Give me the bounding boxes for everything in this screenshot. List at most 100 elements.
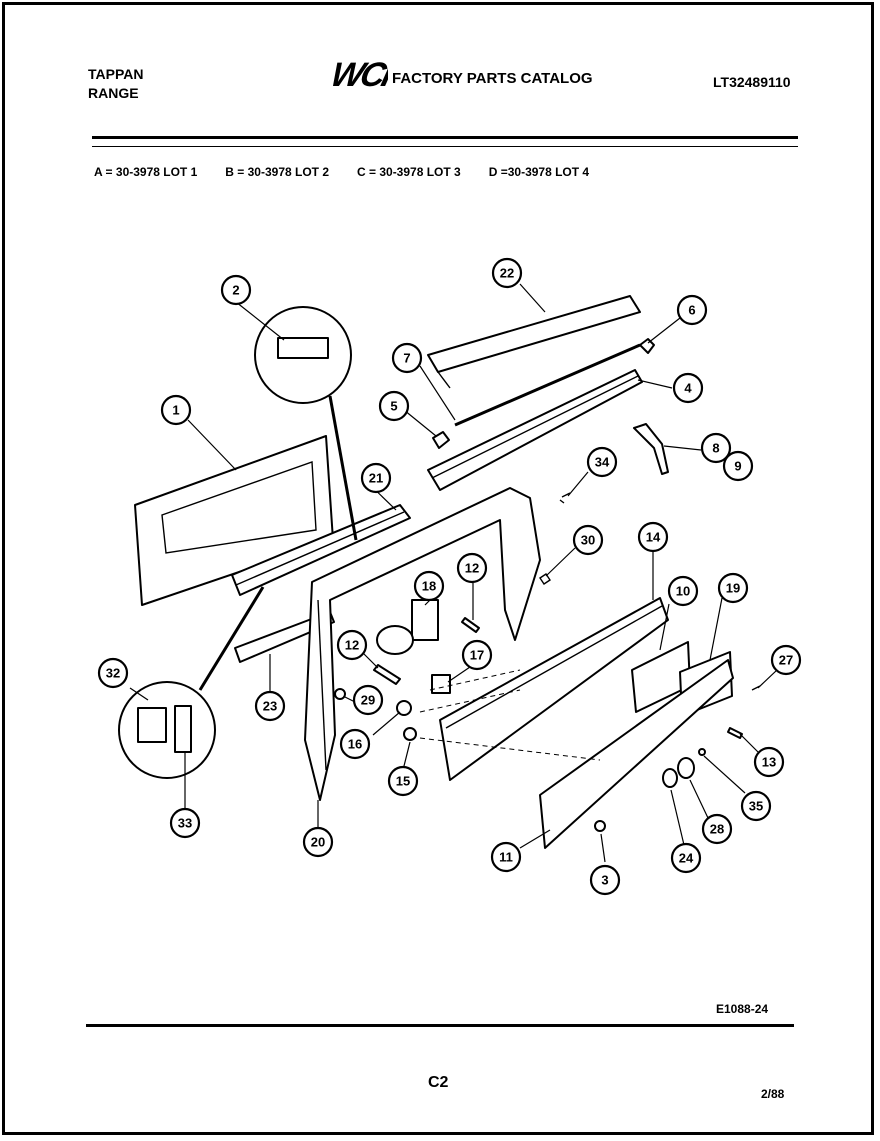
callout-24: 24 xyxy=(670,842,702,874)
svg-text:17: 17 xyxy=(470,648,484,663)
svg-text:12: 12 xyxy=(345,638,359,653)
callout-33: 33 xyxy=(169,807,201,839)
callout-4: 4 xyxy=(672,372,704,404)
svg-text:8: 8 xyxy=(712,441,719,456)
nut-part xyxy=(539,573,551,585)
svg-text:7: 7 xyxy=(403,351,410,366)
detail-switch-32 xyxy=(137,707,167,743)
svg-text:21: 21 xyxy=(369,471,383,486)
svg-text:16: 16 xyxy=(348,737,362,752)
bulb-part xyxy=(396,700,412,716)
back-frame-part xyxy=(304,487,541,801)
product-type: RANGE xyxy=(88,85,139,101)
callout-12-upper: 12 xyxy=(456,552,488,584)
rod-part xyxy=(454,343,641,427)
control-panel-part xyxy=(439,597,669,781)
callout-29: 29 xyxy=(352,684,384,716)
callout-34: 34 xyxy=(586,446,618,478)
grommet-part xyxy=(334,688,346,700)
leader-lines xyxy=(129,283,778,863)
page-code: C2 xyxy=(428,1074,449,1091)
svg-text:29: 29 xyxy=(361,693,375,708)
logo-text: WCI xyxy=(328,58,388,90)
wci-logo: WCI xyxy=(328,58,388,90)
svg-text:14: 14 xyxy=(646,530,661,545)
callout-1: 1 xyxy=(160,394,192,426)
callout-13: 13 xyxy=(753,746,785,778)
svg-text:23: 23 xyxy=(263,699,277,714)
svg-text:5: 5 xyxy=(390,399,397,414)
svg-text:33: 33 xyxy=(178,816,192,831)
detail-switch-2 xyxy=(277,337,329,359)
svg-text:1: 1 xyxy=(172,403,179,418)
svg-text:3: 3 xyxy=(601,873,608,888)
clip-part-2 xyxy=(727,727,743,739)
detail-link-32 xyxy=(198,586,265,691)
callout-11: 11 xyxy=(490,841,522,873)
svg-text:19: 19 xyxy=(726,581,740,596)
callout-2: 2 xyxy=(220,274,252,306)
knob-part xyxy=(677,757,695,779)
callout-23: 23 xyxy=(254,690,286,722)
bushing-part xyxy=(594,820,606,832)
nameplate-part xyxy=(539,659,734,849)
callout-6: 6 xyxy=(676,294,708,326)
lot-legend: A = 30-3978 LOT 1 B = 30-3978 LOT 2 C = … xyxy=(94,165,589,179)
detail-link-2 xyxy=(328,395,358,541)
callout-17: 17 xyxy=(461,639,493,671)
clip-part xyxy=(639,338,655,354)
svg-text:15: 15 xyxy=(396,774,410,789)
callout-12-lower: 12 xyxy=(336,629,368,661)
callout-9: 9 xyxy=(722,450,754,482)
header-rule-thin xyxy=(92,146,798,147)
date-code: 2/88 xyxy=(761,1087,785,1101)
spacer-part xyxy=(461,617,480,633)
callout-10: 10 xyxy=(667,575,699,607)
thermostat-part xyxy=(411,599,439,641)
svg-text:18: 18 xyxy=(422,579,436,594)
bracket-part xyxy=(432,431,450,449)
callout-30: 30 xyxy=(572,524,604,556)
figure-code: E1088-24 xyxy=(716,1002,769,1016)
switch-ring-part xyxy=(376,625,414,655)
svg-text:10: 10 xyxy=(676,584,690,599)
brand-name: TAPPAN xyxy=(88,66,144,82)
catalog-title: FACTORY PARTS CATALOG xyxy=(392,70,593,87)
svg-text:20: 20 xyxy=(311,835,325,850)
footer-rule xyxy=(86,1024,794,1027)
knob-part-2 xyxy=(662,768,678,788)
svg-text:35: 35 xyxy=(749,799,763,814)
detail-bracket-32 xyxy=(174,705,192,753)
callout-7: 7 xyxy=(391,342,423,374)
switch-part xyxy=(431,674,451,694)
callout-5: 5 xyxy=(378,390,410,422)
svg-text:34: 34 xyxy=(595,455,610,470)
svg-text:2: 2 xyxy=(232,283,239,298)
callout-18: 18 xyxy=(413,570,445,602)
callout-32: 32 xyxy=(97,657,129,689)
svg-text:6: 6 xyxy=(688,303,695,318)
svg-text:4: 4 xyxy=(684,381,692,396)
model-number: LT32489110 xyxy=(713,74,791,90)
header-rule-thick xyxy=(92,136,798,139)
callout-28: 28 xyxy=(701,813,733,845)
svg-text:27: 27 xyxy=(779,653,793,668)
top-trim-part xyxy=(427,295,641,373)
svg-text:12: 12 xyxy=(465,561,479,576)
callout-8: 8 xyxy=(700,432,732,464)
svg-text:9: 9 xyxy=(734,459,741,474)
pin-part xyxy=(698,748,706,756)
svg-text:22: 22 xyxy=(500,266,514,281)
lot-1: A = 30-3978 LOT 1 xyxy=(94,165,198,179)
screw-part xyxy=(559,492,571,504)
callout-27: 27 xyxy=(770,644,802,676)
control-housing-part xyxy=(231,504,411,596)
lot-2: B = 30-3978 LOT 2 xyxy=(225,165,329,179)
callout-14: 14 xyxy=(637,521,669,553)
lot-4: D =30-3978 LOT 4 xyxy=(488,165,590,179)
svg-text:13: 13 xyxy=(762,755,776,770)
callout-3: 3 xyxy=(589,864,621,896)
callout-19: 19 xyxy=(717,572,749,604)
